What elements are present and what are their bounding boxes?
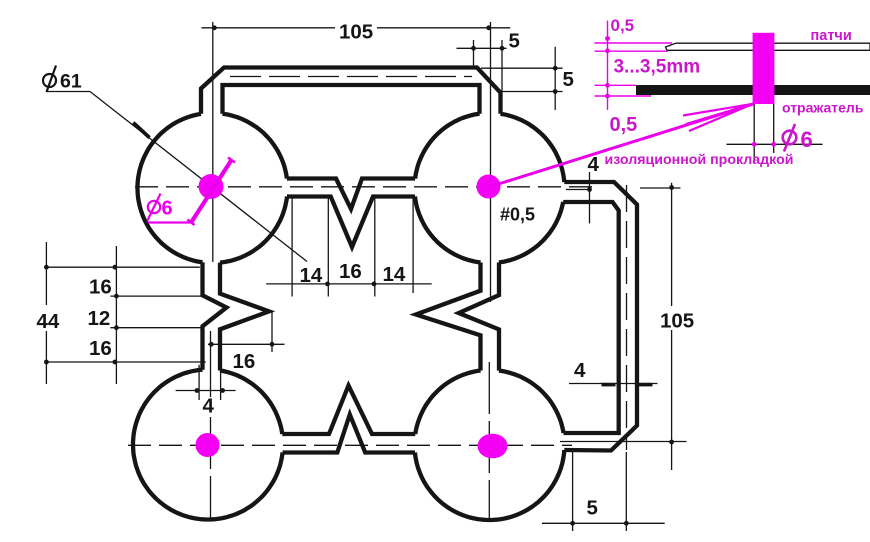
svg-text:5: 5 bbox=[509, 30, 520, 53]
svg-text:5: 5 bbox=[587, 497, 598, 520]
svg-text:0,5: 0,5 bbox=[610, 114, 638, 136]
svg-text:12: 12 bbox=[88, 307, 111, 330]
svg-text:14: 14 bbox=[383, 263, 406, 286]
svg-text:4: 4 bbox=[203, 395, 215, 418]
svg-text:0,5: 0,5 bbox=[611, 16, 635, 35]
svg-text:6: 6 bbox=[801, 127, 813, 152]
svg-text:105: 105 bbox=[339, 21, 373, 44]
svg-text:6: 6 bbox=[162, 198, 173, 220]
svg-text:#0,5: #0,5 bbox=[500, 205, 535, 225]
svg-text:61: 61 bbox=[60, 71, 82, 93]
svg-text:16: 16 bbox=[89, 337, 112, 360]
svg-text:14: 14 bbox=[300, 264, 323, 287]
svg-text:44: 44 bbox=[37, 310, 60, 333]
svg-text:патчи: патчи bbox=[811, 28, 852, 44]
svg-text:изоляционной прокладкой: изоляционной прокладкой bbox=[605, 152, 794, 168]
svg-text:105: 105 bbox=[660, 310, 694, 333]
svg-text:4: 4 bbox=[588, 153, 600, 176]
svg-text:5: 5 bbox=[563, 68, 574, 91]
svg-text:4: 4 bbox=[574, 359, 586, 382]
svg-text:3...3,5mm: 3...3,5mm bbox=[614, 57, 701, 78]
svg-text:16: 16 bbox=[89, 276, 112, 299]
svg-text:16: 16 bbox=[339, 260, 362, 283]
svg-text:16: 16 bbox=[233, 350, 256, 373]
svg-text:отражатель: отражатель bbox=[782, 100, 864, 116]
